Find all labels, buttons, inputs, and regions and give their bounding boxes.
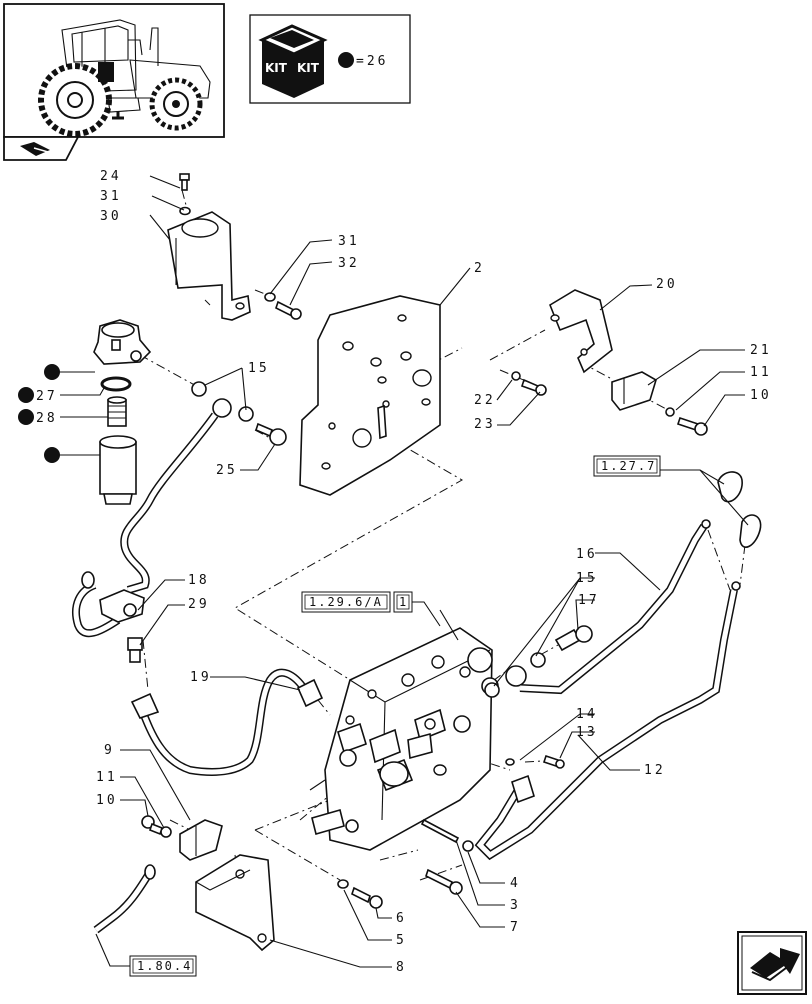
callout-9: 9 [104, 743, 115, 758]
pipe-ref-1804 [93, 864, 156, 934]
callout-15a: 15 [248, 361, 270, 376]
filter-bowl [99, 435, 137, 505]
filter-head [93, 319, 152, 365]
next-page-arrow-icon[interactable] [737, 931, 807, 995]
ref-box-1296a[interactable]: 1.29.6/A [301, 591, 391, 613]
leader-lines [60, 175, 749, 968]
injection-pump-1 [309, 627, 499, 851]
callout-18: 18 [188, 573, 210, 588]
callout-29: 29 [188, 597, 210, 612]
callout-21: 21 [750, 343, 772, 358]
washer-5 [337, 879, 349, 889]
callout-8: 8 [396, 960, 407, 975]
callout-31a: 31 [100, 189, 122, 204]
clip-9 [179, 819, 223, 861]
ref-box-1804[interactable]: 1.80.4 [129, 955, 197, 977]
callout-16: 16 [576, 547, 598, 562]
bullet-filter-bowl [44, 447, 60, 463]
tractor-thumbnail-icon [3, 3, 225, 138]
callout-4: 4 [510, 876, 521, 891]
nut-4 [462, 840, 474, 852]
plate-2 [299, 295, 441, 496]
callout-28: 28 [36, 411, 58, 426]
bullet-27 [18, 387, 34, 403]
callout-11b: 11 [96, 770, 118, 785]
banjo-bolt-17 [554, 625, 593, 652]
pipe-filter-to-tee [72, 412, 219, 638]
clamp-21 [611, 371, 657, 411]
o-ring-27 [100, 376, 132, 392]
washer-14 [505, 758, 515, 766]
callout-25: 25 [216, 463, 238, 478]
bolt-10a [676, 416, 708, 436]
tee-fitting-18 [99, 589, 145, 623]
bracket-30 [167, 211, 251, 321]
kit-box: KIT KIT =26 [249, 14, 411, 104]
ref-1277-text: 1.27.7 [601, 459, 656, 473]
callout-20: 20 [656, 277, 678, 292]
callout-3: 3 [510, 898, 521, 913]
washer-15b-1 [484, 682, 500, 698]
kit-label-left: KIT [265, 61, 288, 75]
bolt-7 [425, 868, 463, 895]
washer-31b [264, 292, 276, 302]
ref-box-1277[interactable]: 1.27.7 [593, 455, 661, 477]
banjo-fitting-left [212, 398, 232, 418]
pipe-16 [519, 519, 711, 695]
bolt-24 [179, 173, 190, 191]
pipe-19 [130, 668, 324, 776]
callout-24: 24 [100, 169, 122, 184]
kit-bullet [338, 52, 354, 68]
ref-1-text: 1 [399, 595, 406, 609]
rod-3 [420, 818, 460, 844]
bolt-10b [141, 815, 163, 836]
washer-22 [511, 371, 521, 381]
hose-ref-1277 [717, 471, 762, 548]
kit-label-right: KIT [297, 61, 320, 75]
callout-19: 19 [190, 670, 212, 685]
fitting-29 [127, 637, 143, 663]
callout-6: 6 [396, 911, 407, 926]
kit-box-icon: KIT KIT [258, 24, 328, 98]
bolt-13 [542, 754, 565, 769]
callout-17: 17 [578, 593, 600, 608]
bullet-28 [18, 409, 34, 425]
bolt-23 [520, 378, 547, 396]
callout-11a: 11 [750, 365, 772, 380]
pipe-12 [474, 581, 741, 861]
callout-13: 13 [576, 725, 598, 740]
callout-7: 7 [510, 920, 521, 935]
callout-22: 22 [474, 393, 496, 408]
callout-labels: 24 31 30 31 32 2 20 21 11 10 22 23 15 25… [36, 169, 772, 975]
callout-23: 23 [474, 417, 496, 432]
book-ref-icon [3, 136, 80, 161]
ref-box-1: 1 [393, 591, 441, 627]
ref-1804-text: 1.80.4 [137, 959, 192, 973]
callout-2: 2 [474, 261, 485, 276]
kit-ref-text: =26 [356, 54, 388, 69]
bullet-filter-head [44, 364, 60, 380]
callout-31b: 31 [338, 234, 360, 249]
bolt-6 [351, 886, 383, 909]
banjo-fitting-right [505, 665, 527, 687]
callout-14: 14 [576, 707, 598, 722]
callout-30: 30 [100, 209, 122, 224]
callout-10b: 10 [96, 793, 118, 808]
filter-element-28 [107, 396, 127, 427]
callout-32: 32 [338, 256, 360, 271]
callout-5: 5 [396, 933, 407, 948]
callout-15b: 15 [576, 571, 598, 586]
washer-15b-2 [530, 652, 546, 668]
bracket-20 [549, 289, 613, 374]
ref-1296a-text: 1.29.6/A [309, 595, 383, 609]
banjo-bolt-25 [255, 422, 287, 446]
washer-15a-1 [191, 381, 207, 397]
bolt-32 [275, 300, 302, 320]
washer-11a [665, 407, 675, 417]
bracket-8 [195, 854, 275, 952]
callout-27: 27 [36, 389, 58, 404]
callout-12: 12 [644, 763, 666, 778]
callout-10a: 10 [750, 388, 772, 403]
